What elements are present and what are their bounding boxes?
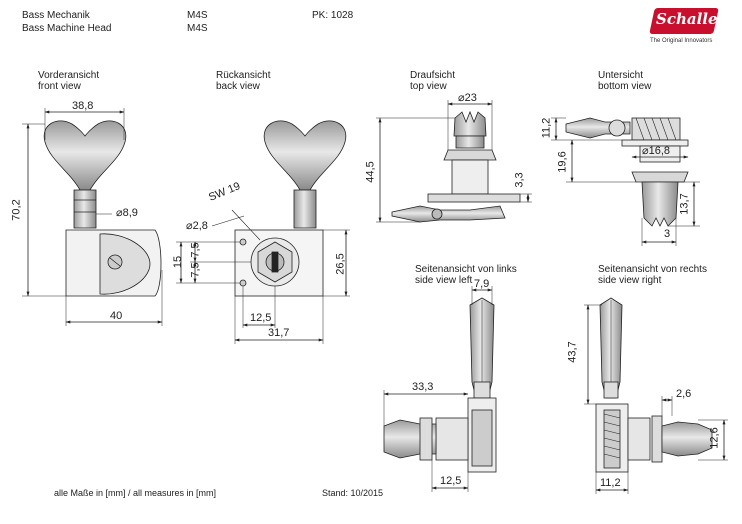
dim-top-diameter: ⌀23 bbox=[458, 92, 477, 104]
back-view-title-en: back view bbox=[216, 81, 260, 92]
model-code: M4S bbox=[187, 10, 208, 21]
dim-right-height: 43,7 bbox=[566, 341, 579, 363]
back-screw-hole-top bbox=[239, 238, 247, 246]
footer-measures: alle Maße in [mm] / all measures in [mm] bbox=[54, 488, 217, 498]
right-gear bbox=[603, 409, 621, 469]
back-view-title-de: Rückansicht bbox=[216, 70, 271, 81]
bottom-post bbox=[641, 181, 679, 227]
dim-front-base: 40 bbox=[110, 310, 123, 322]
top-view-drawing bbox=[376, 100, 532, 223]
front-key-wing bbox=[43, 120, 127, 191]
dim-left-key-width: 7,9 bbox=[474, 278, 490, 290]
right-view-title-en: side view right bbox=[598, 275, 662, 286]
schaller-logo: Schaller The Original Innovators bbox=[646, 6, 726, 50]
dim-screw-diameter: ⌀2,8 bbox=[186, 220, 208, 232]
bottom-view-title-en: bottom view bbox=[598, 81, 652, 92]
right-view-title-de: Seitenansicht von rechts bbox=[598, 264, 707, 275]
dim-bottom-slot: 3 bbox=[664, 228, 671, 240]
front-view-drawing bbox=[22, 108, 163, 326]
dim-hole-upper: 7,5 bbox=[189, 242, 202, 258]
bottom-view-drawing bbox=[551, 117, 700, 246]
front-shaft bbox=[73, 189, 97, 229]
dim-front-width: 38,8 bbox=[72, 100, 94, 112]
front-view-title-en: front view bbox=[38, 81, 81, 92]
pk-number: PK: 1028 bbox=[312, 10, 354, 21]
bottom-view-title-de: Untersicht bbox=[598, 70, 644, 81]
model-code-2: M4S bbox=[187, 23, 208, 34]
top-view-title-de: Draufsicht bbox=[410, 70, 456, 81]
dim-bottom-key: 11,2 bbox=[540, 117, 553, 139]
side-left-drawing bbox=[383, 286, 497, 492]
dim-bottom-diameter: ⌀16,8 bbox=[642, 145, 671, 157]
top-view-title-en: top view bbox=[410, 81, 447, 92]
front-view-title-de: Vorderansicht bbox=[38, 70, 100, 81]
left-view-title-de: Seitenansicht von links bbox=[415, 264, 517, 275]
dim-left-post-length: 33,3 bbox=[412, 381, 434, 393]
back-view-drawing bbox=[176, 120, 350, 344]
right-post bbox=[661, 421, 713, 457]
footer-date: Stand: 10/2015 bbox=[322, 488, 384, 498]
top-hex bbox=[443, 149, 497, 161]
dim-right-housing: 11,2 bbox=[600, 477, 621, 489]
back-screw-hole-bottom bbox=[239, 279, 247, 287]
dim-post-dia-value: 8,9 bbox=[122, 207, 138, 219]
dim-post-diameter: ⌀8,9 bbox=[116, 207, 138, 219]
dim-bottom-dia-value: 16,8 bbox=[648, 145, 671, 157]
top-key bbox=[391, 205, 506, 223]
dim-hole-lower: 7,5 bbox=[189, 262, 202, 278]
top-post-head bbox=[453, 110, 487, 137]
side-right-drawing bbox=[584, 297, 728, 494]
dim-right-post: 12,6 bbox=[708, 427, 721, 449]
dim-hole-spacing: 15 bbox=[172, 255, 185, 269]
dim-top-height: 44,5 bbox=[364, 161, 377, 183]
dim-back-offset: 12,5 bbox=[250, 312, 272, 324]
dim-right-washer: 2,6 bbox=[676, 388, 692, 400]
dim-bottom-depth: 19,6 bbox=[556, 151, 569, 173]
logo-tagline: The Original Innovators bbox=[650, 38, 713, 44]
dim-top-dia-value: 23 bbox=[464, 92, 477, 104]
product-name-en: Bass Machine Head bbox=[22, 23, 112, 34]
back-key-wing bbox=[263, 120, 347, 191]
dim-left-bushing: 12,5 bbox=[440, 475, 462, 487]
left-view-title-en: side view left bbox=[415, 275, 473, 286]
dim-top-plate: 3,3 bbox=[513, 172, 526, 188]
dim-bottom-post: 13,7 bbox=[678, 193, 691, 215]
dim-screw-dia-value: 2,8 bbox=[192, 220, 208, 232]
logo-wordmark: Schaller bbox=[656, 10, 726, 28]
bottom-hex bbox=[631, 171, 689, 183]
dim-back-width: 31,7 bbox=[268, 327, 290, 339]
dim-back-height: 26,5 bbox=[334, 253, 347, 275]
dim-front-height: 70,2 bbox=[10, 199, 23, 221]
product-name-de: Bass Mechanik bbox=[22, 10, 90, 21]
